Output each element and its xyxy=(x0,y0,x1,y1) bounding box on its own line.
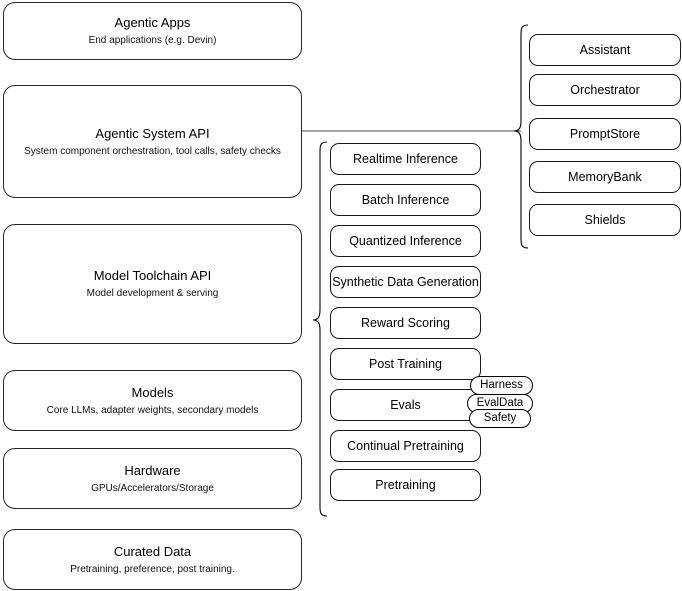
layer-agentic-system-api[interactable]: Agentic System API System component orch… xyxy=(3,85,302,198)
chip-label: Assistant xyxy=(579,42,631,57)
layer-subtitle: System component orchestration, tool cal… xyxy=(24,145,281,157)
layer-title: Model Toolchain API xyxy=(93,268,212,283)
chip-label: Realtime Inference xyxy=(353,151,458,166)
chip-evals[interactable]: Evals xyxy=(330,389,481,421)
chip-label: Continual Pretraining xyxy=(347,438,464,453)
layer-curated-data[interactable]: Curated Data Pretraining, preference, po… xyxy=(3,529,302,590)
chip-synthetic-data-generation[interactable]: Synthetic Data Generation xyxy=(330,266,481,298)
chip-orchestrator[interactable]: Orchestrator xyxy=(529,74,681,106)
chip-shields[interactable]: Shields xyxy=(529,204,681,236)
chip-label: Reward Scoring xyxy=(361,315,450,330)
chip-label: Evals xyxy=(390,397,421,412)
chip-batch-inference[interactable]: Batch Inference xyxy=(330,184,481,216)
layer-agentic-apps[interactable]: Agentic Apps End applications (e.g. Devi… xyxy=(3,2,302,60)
chip-label: PromptStore xyxy=(569,126,641,141)
chip-label: Batch Inference xyxy=(361,192,450,207)
badge-safety[interactable]: Safety xyxy=(469,409,531,428)
layer-title: Agentic Apps xyxy=(114,15,191,30)
layer-title: Curated Data xyxy=(113,543,192,559)
chip-label: Synthetic Data Generation xyxy=(332,274,479,289)
chip-label: Quantized Inference xyxy=(349,233,462,248)
chip-memorybank[interactable]: MemoryBank xyxy=(529,161,681,193)
badge-label: EvalData xyxy=(476,397,524,409)
layer-title: Hardware xyxy=(124,462,181,478)
chip-continual-pretraining[interactable]: Continual Pretraining xyxy=(330,430,481,462)
chip-post-training[interactable]: Post Training xyxy=(330,348,481,380)
badge-label: Harness xyxy=(480,379,523,391)
badge-label: Safety xyxy=(483,412,517,424)
chip-label: Orchestrator xyxy=(570,82,640,97)
chip-realtime-inference[interactable]: Realtime Inference xyxy=(330,143,481,175)
layer-subtitle: GPUs/Accelerators/Storage xyxy=(91,482,214,494)
chip-reward-scoring[interactable]: Reward Scoring xyxy=(330,307,481,339)
layer-title: Agentic System API xyxy=(95,125,210,141)
layer-title: Models xyxy=(131,384,174,400)
layer-subtitle: Core LLMs, adapter weights, secondary mo… xyxy=(46,404,259,416)
chip-label: Pretraining xyxy=(375,477,436,492)
chip-label: MemoryBank xyxy=(568,169,642,184)
chip-assistant[interactable]: Assistant xyxy=(529,34,681,66)
layer-subtitle: Pretraining, preference, post training. xyxy=(70,563,235,575)
layer-subtitle: Model development & serving xyxy=(86,288,219,299)
layer-hardware[interactable]: Hardware GPUs/Accelerators/Storage xyxy=(3,448,302,509)
layer-subtitle: End applications (e.g. Devin) xyxy=(88,35,217,46)
chip-label: Post Training xyxy=(369,356,442,371)
chip-pretraining[interactable]: Pretraining xyxy=(330,469,481,501)
chip-promptstore[interactable]: PromptStore xyxy=(529,118,681,150)
chip-label: Shields xyxy=(584,212,626,227)
badge-harness[interactable]: Harness xyxy=(470,376,533,395)
chip-quantized-inference[interactable]: Quantized Inference xyxy=(330,225,481,257)
layer-model-toolchain-api[interactable]: Model Toolchain API Model development & … xyxy=(3,224,302,344)
layer-models[interactable]: Models Core LLMs, adapter weights, secon… xyxy=(3,370,302,431)
